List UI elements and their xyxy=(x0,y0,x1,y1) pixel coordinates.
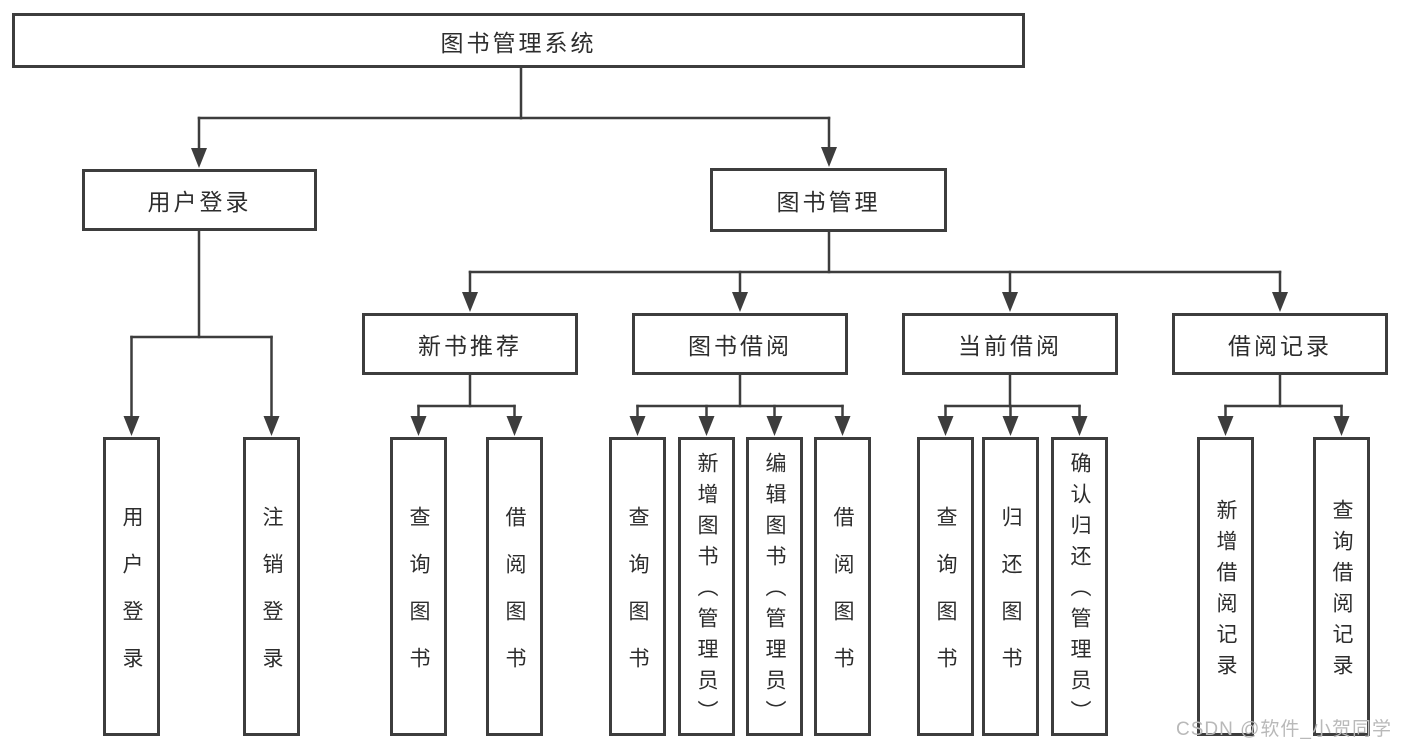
leaf-query-book-borrow: 查询图书 xyxy=(609,437,666,736)
node-new-book-recommend-label: 新书推荐 xyxy=(418,333,522,359)
leaf-borrow-book: 借阅图书 xyxy=(814,437,871,736)
node-book-borrow-label: 图书借阅 xyxy=(688,333,792,359)
leaf-user-login-label: 用户登录 xyxy=(120,505,143,694)
node-borrow-record-label: 借阅记录 xyxy=(1228,333,1332,359)
leaf-query-borrow-record-label: 查询借阅记录 xyxy=(1330,498,1353,685)
leaf-add-book-admin-label: 新增图书（管理员） xyxy=(695,452,718,731)
leaf-confirm-return-admin-label: 确认归还（管理员） xyxy=(1068,452,1091,731)
node-current-borrow-label: 当前借阅 xyxy=(958,333,1062,359)
connector-book-management-to-level3 xyxy=(462,232,1288,312)
leaf-user-login: 用户登录 xyxy=(103,437,160,736)
node-book-management-label: 图书管理 xyxy=(776,189,881,215)
leaf-return-book-label: 归还图书 xyxy=(999,505,1022,694)
node-library-management-system: 图书管理系统 xyxy=(12,13,1025,68)
leaf-query-book-current: 查询图书 xyxy=(917,437,974,736)
leaf-confirm-return-admin: 确认归还（管理员） xyxy=(1051,437,1108,736)
leaf-add-borrow-record-label: 新增借阅记录 xyxy=(1214,498,1237,685)
connector-book-borrow-to-children xyxy=(629,375,851,436)
leaf-edit-book-admin-label: 编辑图书（管理员） xyxy=(763,452,786,731)
connector-user-login-to-children xyxy=(123,231,280,436)
leaf-return-book: 归还图书 xyxy=(982,437,1039,736)
leaf-logout: 注销登录 xyxy=(243,437,300,736)
node-book-borrow: 图书借阅 xyxy=(632,313,848,375)
node-user-login-label: 用户登录 xyxy=(147,189,252,215)
leaf-borrow-book-label: 借阅图书 xyxy=(831,505,854,694)
csdn-watermark: CSDN @软件_小贺同学 xyxy=(1176,719,1392,740)
leaf-add-borrow-record: 新增借阅记录 xyxy=(1197,437,1254,736)
node-book-management: 图书管理 xyxy=(710,168,947,232)
node-user-login: 用户登录 xyxy=(82,169,317,231)
node-new-book-recommend: 新书推荐 xyxy=(362,313,578,375)
leaf-edit-book-admin: 编辑图书（管理员） xyxy=(746,437,803,736)
leaf-query-book-borrow-label: 查询图书 xyxy=(626,505,649,694)
node-borrow-record: 借阅记录 xyxy=(1172,313,1388,375)
node-current-borrow: 当前借阅 xyxy=(902,313,1118,375)
leaf-logout-label: 注销登录 xyxy=(260,505,283,694)
leaf-add-book-admin: 新增图书（管理员） xyxy=(678,437,735,736)
leaf-query-borrow-record: 查询借阅记录 xyxy=(1313,437,1370,736)
leaf-borrow-book-recommend-label: 借阅图书 xyxy=(503,505,526,694)
leaf-borrow-book-recommend: 借阅图书 xyxy=(486,437,543,736)
connector-current-borrow-to-children xyxy=(937,375,1088,436)
connector-new-book-to-children xyxy=(410,375,523,436)
leaf-query-book-recommend: 查询图书 xyxy=(390,437,447,736)
connector-root-to-level2 xyxy=(191,68,837,168)
connector-borrow-record-to-children xyxy=(1217,375,1350,436)
node-library-management-system-label: 图书管理系统 xyxy=(440,29,597,56)
leaf-query-book-current-label: 查询图书 xyxy=(934,505,957,694)
leaf-query-book-recommend-label: 查询图书 xyxy=(407,505,430,694)
